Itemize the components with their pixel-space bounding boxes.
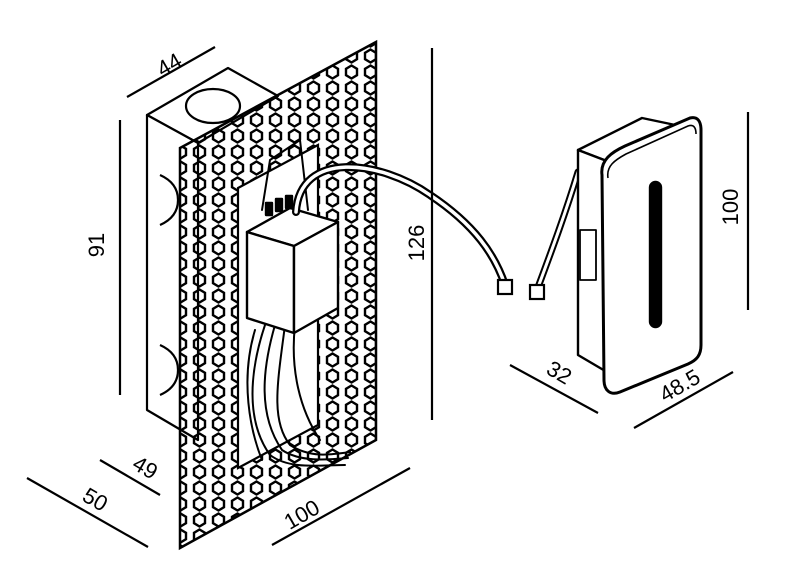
dim-plate-height: 126 xyxy=(404,225,429,262)
step-light-fixture xyxy=(576,116,703,395)
connector-female xyxy=(528,283,546,301)
led-driver xyxy=(245,194,340,335)
driver-terminal xyxy=(284,194,294,210)
fixture-light-slot xyxy=(648,180,663,329)
box-knockout-top xyxy=(184,87,242,125)
driver-side-face xyxy=(292,220,340,335)
dim-box-height: 91 xyxy=(84,233,109,257)
internal-wiring xyxy=(246,138,351,467)
driver-terminal xyxy=(274,197,284,213)
driver-front-face xyxy=(245,230,296,335)
box-knockout-side-lower xyxy=(159,343,180,397)
box-knockout-side-upper xyxy=(159,173,180,227)
dim-fixture-height: 100 xyxy=(718,189,743,226)
connecting-cable xyxy=(292,163,582,301)
fixture-clip xyxy=(579,229,597,281)
dim-plate-width: 100 xyxy=(280,495,324,535)
driver-terminal xyxy=(264,201,274,217)
dim-box-depth-top: 44 xyxy=(152,48,186,82)
connector-male xyxy=(496,278,514,296)
dimension-lines xyxy=(26,46,750,548)
